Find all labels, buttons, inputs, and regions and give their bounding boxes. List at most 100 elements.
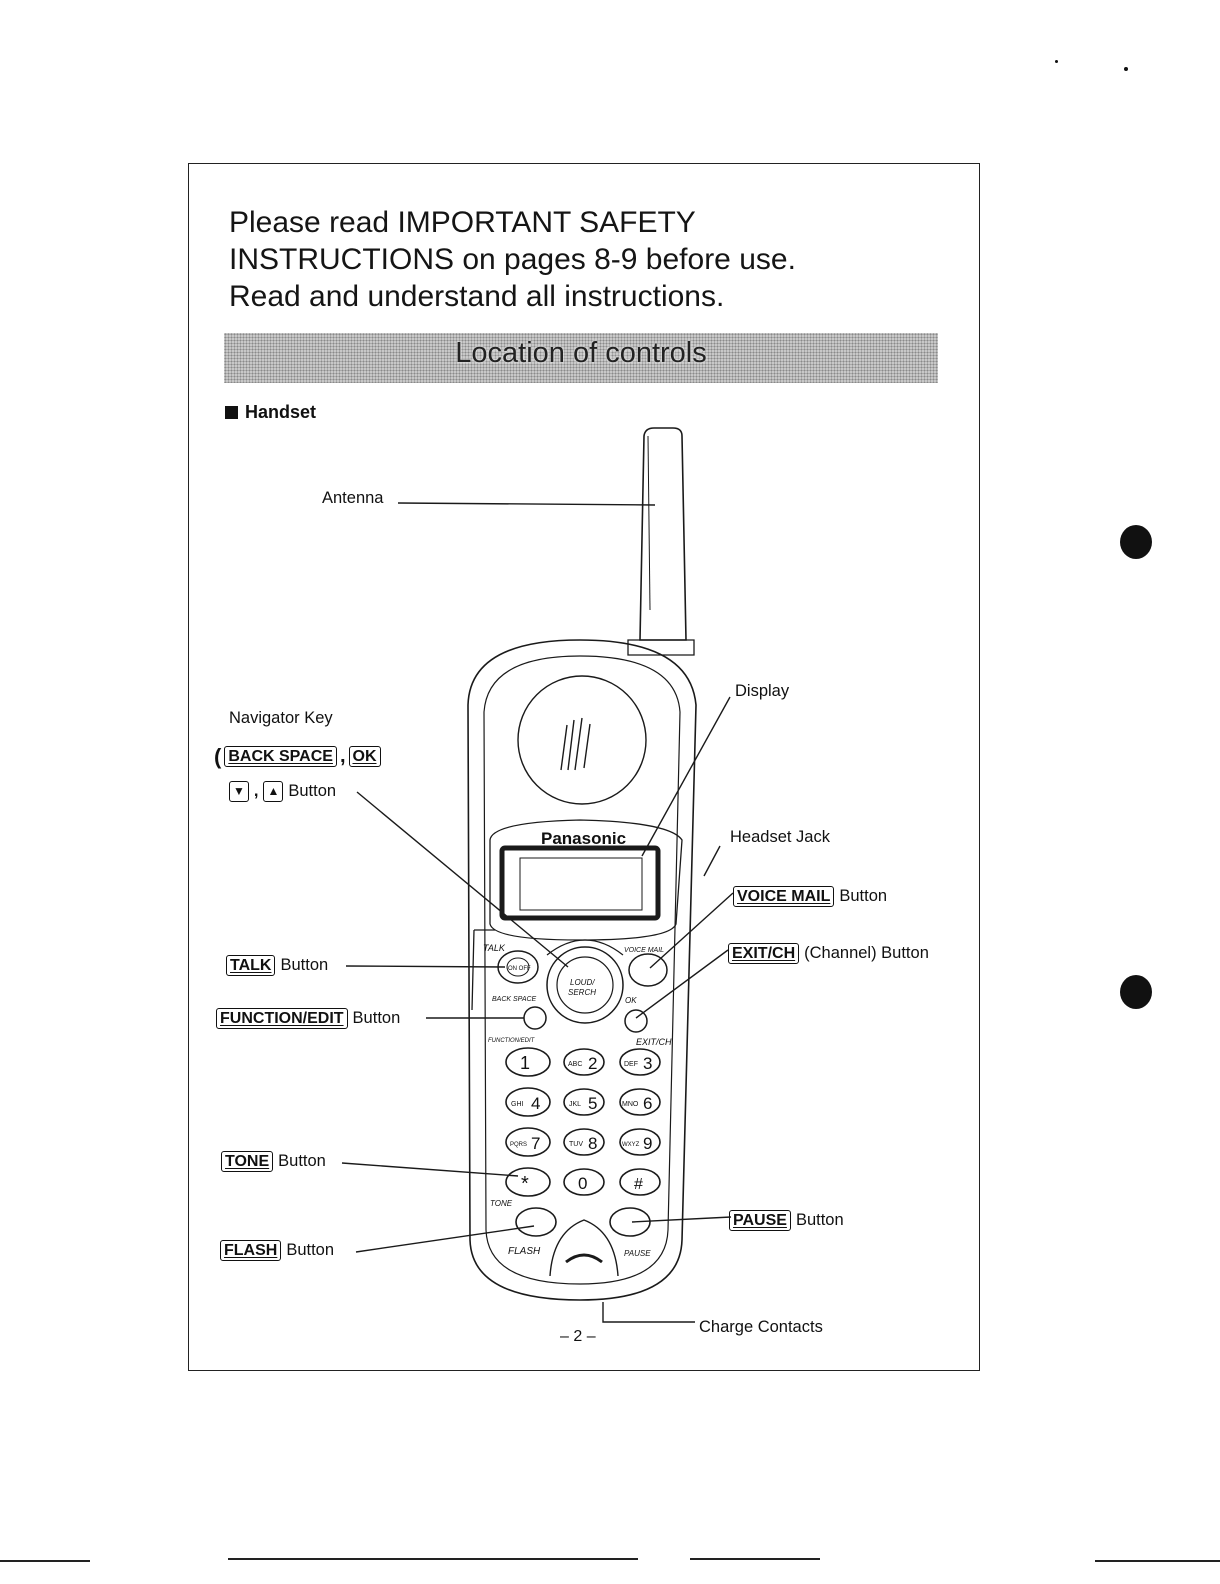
function-edit-key: FUNCTION/EDIT	[216, 1008, 348, 1029]
button-word: Button	[278, 1152, 326, 1170]
pause-key: PAUSE	[729, 1210, 791, 1231]
button-word: Button	[352, 1009, 401, 1027]
page-number: – 2 –	[560, 1328, 596, 1345]
bracket-glyph: (	[214, 743, 222, 769]
safety-notice-line: INSTRUCTIONS on pages 8-9 before use.	[229, 243, 796, 276]
pause-marking: PAUSE	[624, 1249, 651, 1258]
key-digit: 1	[520, 1053, 530, 1073]
key-digit: 0	[578, 1174, 587, 1193]
display-screen	[499, 845, 661, 921]
subsection-heading: Handset	[225, 402, 316, 423]
loud-marking: LOUD/	[570, 978, 595, 987]
binder-hole-dot	[1120, 975, 1152, 1009]
antenna-label: Antenna	[322, 489, 383, 508]
key-letters: JKL	[569, 1101, 581, 1108]
function-edit-marking: FUNCTION/EDIT	[488, 1038, 536, 1044]
talk-label: TALK Button	[226, 955, 328, 976]
safety-notice-line: Read and understand all instructions.	[229, 280, 725, 313]
flash-key: FLASH	[220, 1240, 282, 1261]
key-letters: DEF	[624, 1061, 638, 1068]
search-marking: SERCH	[568, 988, 596, 997]
scan-edge-line	[690, 1558, 820, 1560]
navigator-key	[546, 946, 624, 1024]
key-digit: 8	[588, 1134, 597, 1153]
headset-jack-label: Headset Jack	[730, 828, 830, 847]
display-label: Display	[735, 682, 789, 701]
key-digit: 2	[588, 1054, 597, 1073]
back-space-marking: BACK SPACE	[492, 996, 537, 1003]
key-letters: ABC	[568, 1061, 582, 1068]
key-letters: MNO	[622, 1101, 639, 1108]
tone-key: TONE	[221, 1151, 274, 1172]
speaker-grille	[517, 675, 647, 805]
subsection-title: Handset	[245, 402, 317, 422]
up-arrow-key: ▲	[263, 781, 284, 802]
exit-ch-key: EXIT/CH	[728, 943, 800, 964]
exit-ch-button	[624, 1009, 648, 1033]
key-letters: WXYZ	[622, 1142, 640, 1148]
talk-marking: TALK	[483, 943, 506, 953]
on-off-marking: ON OFF	[508, 966, 531, 972]
key-digit: 6	[643, 1094, 652, 1113]
key-digit: *	[521, 1173, 529, 1195]
key-letters: GHI	[511, 1101, 524, 1108]
safety-notice-line: Please read IMPORTANT SAFETY	[229, 206, 696, 239]
function-edit-button	[523, 1006, 547, 1030]
down-arrow-key: ▼	[229, 781, 249, 802]
pause-label: PAUSE Button	[729, 1210, 844, 1231]
button-word: Button	[288, 782, 337, 800]
flash-label: FLASH Button	[220, 1240, 334, 1261]
scan-edge-line	[228, 1558, 638, 1560]
back-space-key: BACK SPACE	[224, 746, 337, 767]
exit-ch-marking: EXIT/CH	[636, 1037, 672, 1047]
flash-button	[515, 1207, 557, 1237]
exit-ch-label: EXIT/CH (Channel) Button	[728, 943, 929, 964]
key-digit: 4	[531, 1094, 540, 1113]
pause-button	[609, 1207, 651, 1237]
talk-key: TALK	[226, 955, 276, 976]
key-digit: #	[634, 1176, 643, 1193]
keypad	[505, 1047, 661, 1197]
keypad-labels: 1 ABC 2 DEF 3 GHI 4 JKL 5 MNO 6 PQRS 7 T…	[510, 1053, 652, 1195]
handset-body	[467, 639, 697, 1301]
key-digit: 5	[588, 1094, 597, 1113]
ok-marking: OK	[625, 996, 637, 1005]
key-digit: 9	[643, 1134, 652, 1153]
button-word: Button	[280, 956, 329, 974]
voice-mail-marking: VOICE MAIL	[624, 947, 664, 954]
display-label-text: Display	[735, 682, 790, 700]
page-frame	[188, 163, 980, 1371]
key-letters: PQRS	[510, 1142, 527, 1148]
tone-marking: TONE	[490, 1199, 513, 1208]
key-letters: TUV	[569, 1141, 583, 1148]
safety-notice: Please read IMPORTANT SAFETY INSTRUCTION…	[229, 204, 796, 315]
speck	[1055, 60, 1058, 63]
scan-edge-line	[1095, 1560, 1220, 1562]
navigator-key-label: Navigator Key	[229, 709, 333, 728]
button-word: Button	[795, 1211, 844, 1229]
comma-glyph: ,	[339, 745, 346, 767]
comma-glyph: ,	[253, 782, 259, 800]
voice-mail-key: VOICE MAIL	[733, 886, 835, 907]
channel-suffix: (Channel) Button	[804, 944, 929, 962]
square-bullet-icon	[225, 406, 238, 419]
tone-label: TONE Button	[221, 1151, 326, 1172]
brand-text: Panasonic	[541, 829, 626, 848]
key-digit: 3	[643, 1054, 652, 1073]
button-word: Button	[286, 1241, 335, 1259]
charge-contacts-label-text: Charge Contacts	[699, 1318, 823, 1336]
section-title: Location of controls	[455, 337, 707, 369]
antenna-label-text: Antenna	[322, 489, 384, 507]
arrow-keys-row: ▼ , ▲ Button	[229, 781, 336, 802]
scan-edge-line	[0, 1560, 90, 1562]
ok-key: OK	[348, 746, 381, 767]
navigator-key-label-text: Navigator Key	[229, 709, 333, 727]
navigator-keys-row: ( BACK SPACE , OK	[214, 745, 381, 768]
binder-hole-dot	[1120, 525, 1152, 559]
charge-slot	[565, 1253, 603, 1264]
antenna	[639, 427, 687, 641]
button-word: Button	[839, 887, 888, 905]
charge-contacts-label: Charge Contacts	[699, 1318, 823, 1337]
section-banner: Location of controls	[224, 333, 938, 383]
